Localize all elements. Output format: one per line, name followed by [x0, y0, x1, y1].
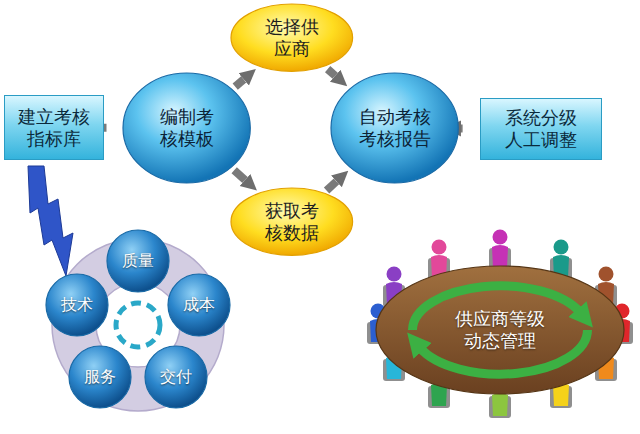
text-group: 获取考 核数据	[252, 200, 332, 243]
result-box: 系统分级 人工调整	[480, 98, 602, 160]
text-group: 自动考核 考核报告	[353, 106, 437, 149]
flow-arrow	[328, 69, 336, 76]
text-group: 交付	[160, 367, 192, 386]
node-label: 系统分级 人工调整	[499, 107, 583, 150]
node-label: 服务	[84, 367, 116, 386]
round-table: 供应商等级 动态管理	[375, 265, 625, 395]
node-label: 建立考核 指标库	[12, 106, 96, 149]
ball-outline	[168, 274, 230, 336]
criterion-ball: 服务	[68, 345, 132, 409]
node-label: 交付	[160, 367, 192, 386]
ball-outline	[69, 346, 131, 408]
node-label: 选择供 应商	[252, 16, 332, 59]
node-label: 获取考 核数据	[252, 200, 332, 243]
flow-arrow	[235, 79, 244, 86]
node-label: 质量	[122, 251, 154, 270]
node-label: 自动考核 考核报告	[353, 106, 437, 149]
flow-arrow	[327, 181, 337, 190]
text-group: 服务	[84, 367, 116, 386]
text-group: 系统分级 人工调整	[499, 107, 583, 150]
text-group: 质量	[122, 251, 154, 270]
text-group: 供应商等级 动态管理	[450, 308, 550, 351]
sphere-outline	[331, 73, 458, 183]
ball-outline	[46, 274, 108, 336]
person-figure	[489, 230, 511, 271]
text-group: 建立考核 指标库	[12, 106, 96, 149]
text-group: 选择供 应商	[252, 16, 332, 59]
flow-arrow	[461, 124, 463, 132]
process-sphere: 编制考 核模板	[122, 72, 251, 184]
flow-arrow	[234, 170, 245, 180]
ball-outline	[145, 346, 207, 408]
oval-outline	[231, 188, 353, 255]
process-sphere: 自动考核 考核报告	[330, 72, 459, 184]
index-box: 建立考核 指标库	[4, 95, 104, 160]
dashed-circle	[116, 303, 160, 347]
step-oval: 选择供 应商	[230, 3, 354, 72]
node-label: 技术	[61, 295, 93, 314]
node-label: 成本	[183, 295, 215, 314]
text-group: 技术	[61, 295, 93, 314]
criterion-ball: 质量	[106, 229, 170, 293]
step-oval: 获取考 核数据	[230, 187, 354, 256]
meeting-people	[367, 230, 633, 419]
criterion-ball: 成本	[167, 273, 231, 337]
criterion-ball: 交付	[144, 345, 208, 409]
lightning-bolt	[28, 166, 73, 276]
sphere-outline	[123, 73, 250, 183]
ball-outline	[107, 230, 169, 292]
node-label: 编制考 核模板	[145, 106, 229, 149]
table-outline	[376, 266, 624, 394]
text-group: 编制考 核模板	[145, 106, 229, 149]
text-group: 成本	[183, 295, 215, 314]
flow-arrow	[103, 124, 106, 132]
table-label: 供应商等级 动态管理	[450, 308, 550, 351]
criterion-ball: 技术	[45, 273, 109, 337]
oval-outline	[231, 4, 353, 71]
